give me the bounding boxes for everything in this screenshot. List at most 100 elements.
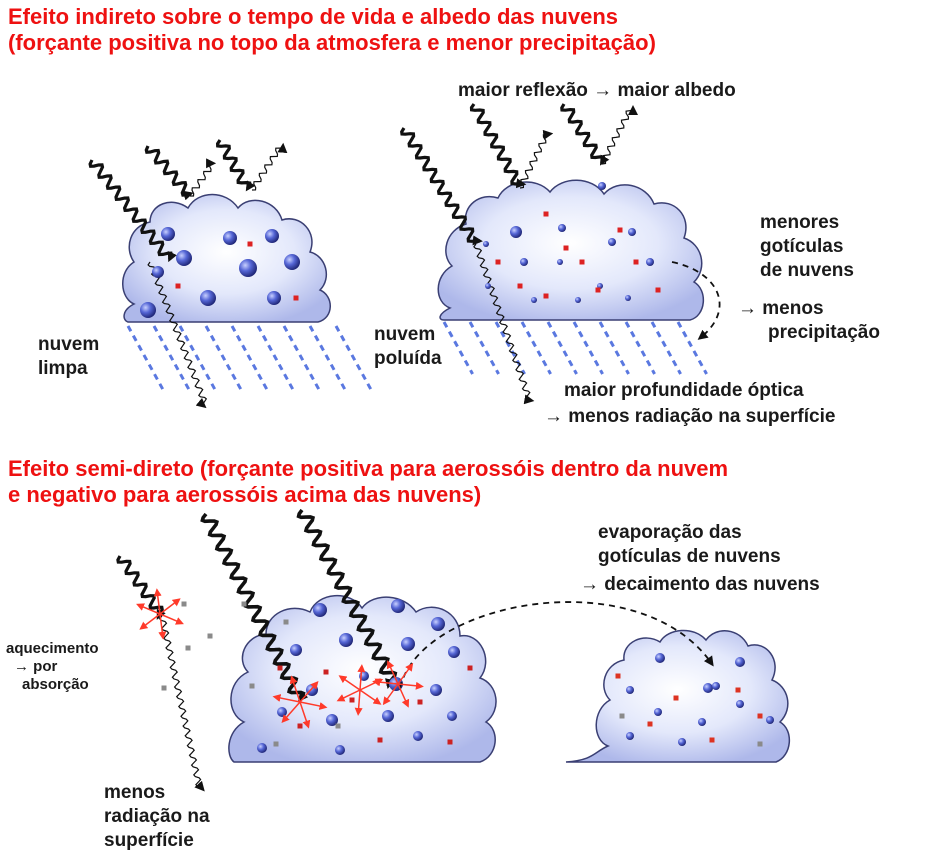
cloud-droplet	[339, 633, 353, 647]
transmitted-ray	[473, 243, 535, 405]
cloud-droplet	[326, 714, 338, 726]
cloud-droplet	[625, 295, 631, 301]
cloud-droplet	[510, 226, 522, 238]
incoming-ray	[560, 103, 610, 166]
incoming-ray	[469, 103, 527, 189]
aerosol-particle	[757, 713, 763, 719]
incoming-ray	[144, 145, 194, 201]
aerosol-particle	[467, 665, 473, 671]
cloud-droplet	[531, 297, 537, 303]
rain-streak	[126, 325, 166, 393]
rain-streak	[204, 325, 244, 393]
absorption-arrow	[397, 681, 424, 690]
label-menos-radiacao-line1: menos	[104, 782, 166, 803]
transmitted-ray	[147, 261, 208, 409]
cloud-droplet	[485, 283, 491, 289]
rain-streak	[334, 325, 374, 393]
aerosol-particle	[673, 695, 679, 701]
cloud-droplet	[608, 238, 616, 246]
aerosol-particle	[349, 697, 355, 703]
cloud-droplet	[267, 291, 281, 305]
cloud-droplet	[483, 241, 489, 247]
aerosol-particle	[595, 287, 601, 293]
section1-title-line2: (forçante positiva no topo da atmosfera …	[8, 30, 656, 55]
polluted-cloud	[437, 179, 704, 321]
label-menos-precipitacao-line1: → menos	[738, 298, 824, 319]
label-nuvem-limpa-line1: nuvem	[38, 334, 100, 355]
absorption-arrow	[354, 689, 363, 716]
label-nuvem-limpa-line2: limpa	[38, 358, 88, 379]
reflected-ray	[519, 129, 554, 189]
label-nuvem-poluida-line1: nuvem	[374, 324, 436, 345]
cloud-droplet	[678, 738, 686, 746]
aerosol-particle	[175, 283, 181, 289]
absorption-arrow	[338, 675, 361, 691]
aerosol-particle	[633, 259, 639, 265]
cloud-droplet	[655, 653, 665, 663]
aerosol-particle	[647, 721, 653, 727]
rain-streak	[520, 321, 552, 375]
absorption-arrow	[299, 701, 328, 710]
cloud-droplet	[290, 644, 302, 656]
aerosol-particle	[277, 665, 283, 671]
absorption-arrow	[139, 613, 161, 630]
clean-cloud	[122, 193, 331, 323]
cloud-droplet	[161, 227, 175, 241]
aerosol-particle	[417, 699, 423, 705]
cloud-droplet	[736, 700, 744, 708]
aerosol-particle	[335, 723, 341, 729]
absorption-arrow	[289, 675, 301, 703]
label-menores-line3: de nuvens	[760, 260, 854, 281]
rain-streak	[442, 321, 474, 375]
absorption-arrow	[336, 689, 361, 702]
rain-streak	[624, 321, 656, 375]
aerosol-particle	[579, 259, 585, 265]
rain-clean-cloud	[126, 325, 374, 393]
aerosol-particle	[543, 293, 549, 299]
aerosol-particle	[757, 741, 763, 747]
cloud-droplet	[558, 224, 566, 232]
aerosol-particle	[161, 685, 167, 691]
reflected-ray	[601, 105, 638, 165]
rain-streak	[282, 325, 322, 393]
absorption-arrow	[299, 701, 311, 729]
cloud-droplet	[430, 684, 442, 696]
aerosol-particle	[323, 669, 329, 675]
aerosol-particle	[655, 287, 661, 293]
aerosol-particle	[249, 683, 255, 689]
cloud-droplet	[284, 254, 300, 270]
aerosol-particle	[619, 713, 625, 719]
rain-streak	[572, 321, 604, 375]
aerosol-particle	[615, 673, 621, 679]
cloud-droplet	[766, 716, 774, 724]
cloud-droplet	[313, 603, 327, 617]
rain-streak	[598, 321, 630, 375]
solar-radiation-rays	[88, 103, 638, 792]
incoming-ray	[88, 159, 177, 263]
aerosol-particle	[447, 739, 453, 745]
cloud-droplet	[391, 599, 405, 613]
cloud-droplet	[735, 657, 745, 667]
incoming-ray	[296, 508, 398, 690]
cloud-droplet	[598, 182, 606, 190]
section1-title-line1: Efeito indireto sobre o tempo de vida e …	[8, 4, 619, 29]
rain-streak	[676, 321, 708, 375]
aerosol-particle	[241, 601, 247, 607]
rain-streak	[178, 325, 218, 393]
cloud-droplet	[628, 228, 636, 236]
cloud-droplet	[703, 683, 713, 693]
cloud-droplet	[239, 259, 257, 277]
absorption-arrow	[281, 701, 301, 723]
absorption-heating-arrows	[136, 588, 424, 729]
rain-streak	[256, 325, 296, 393]
aerosol-particle	[735, 687, 741, 693]
cloud-droplet	[626, 686, 634, 694]
absorption-arrow	[136, 603, 161, 615]
cloud-droplet	[401, 637, 415, 651]
evaporation-curve-arrow	[399, 601, 714, 689]
cloud-droplet	[265, 229, 279, 243]
aerosol-particle	[543, 211, 549, 217]
reflected-ray	[251, 142, 288, 191]
absorption-arrow	[382, 683, 399, 706]
aerosol-particle	[709, 737, 715, 743]
